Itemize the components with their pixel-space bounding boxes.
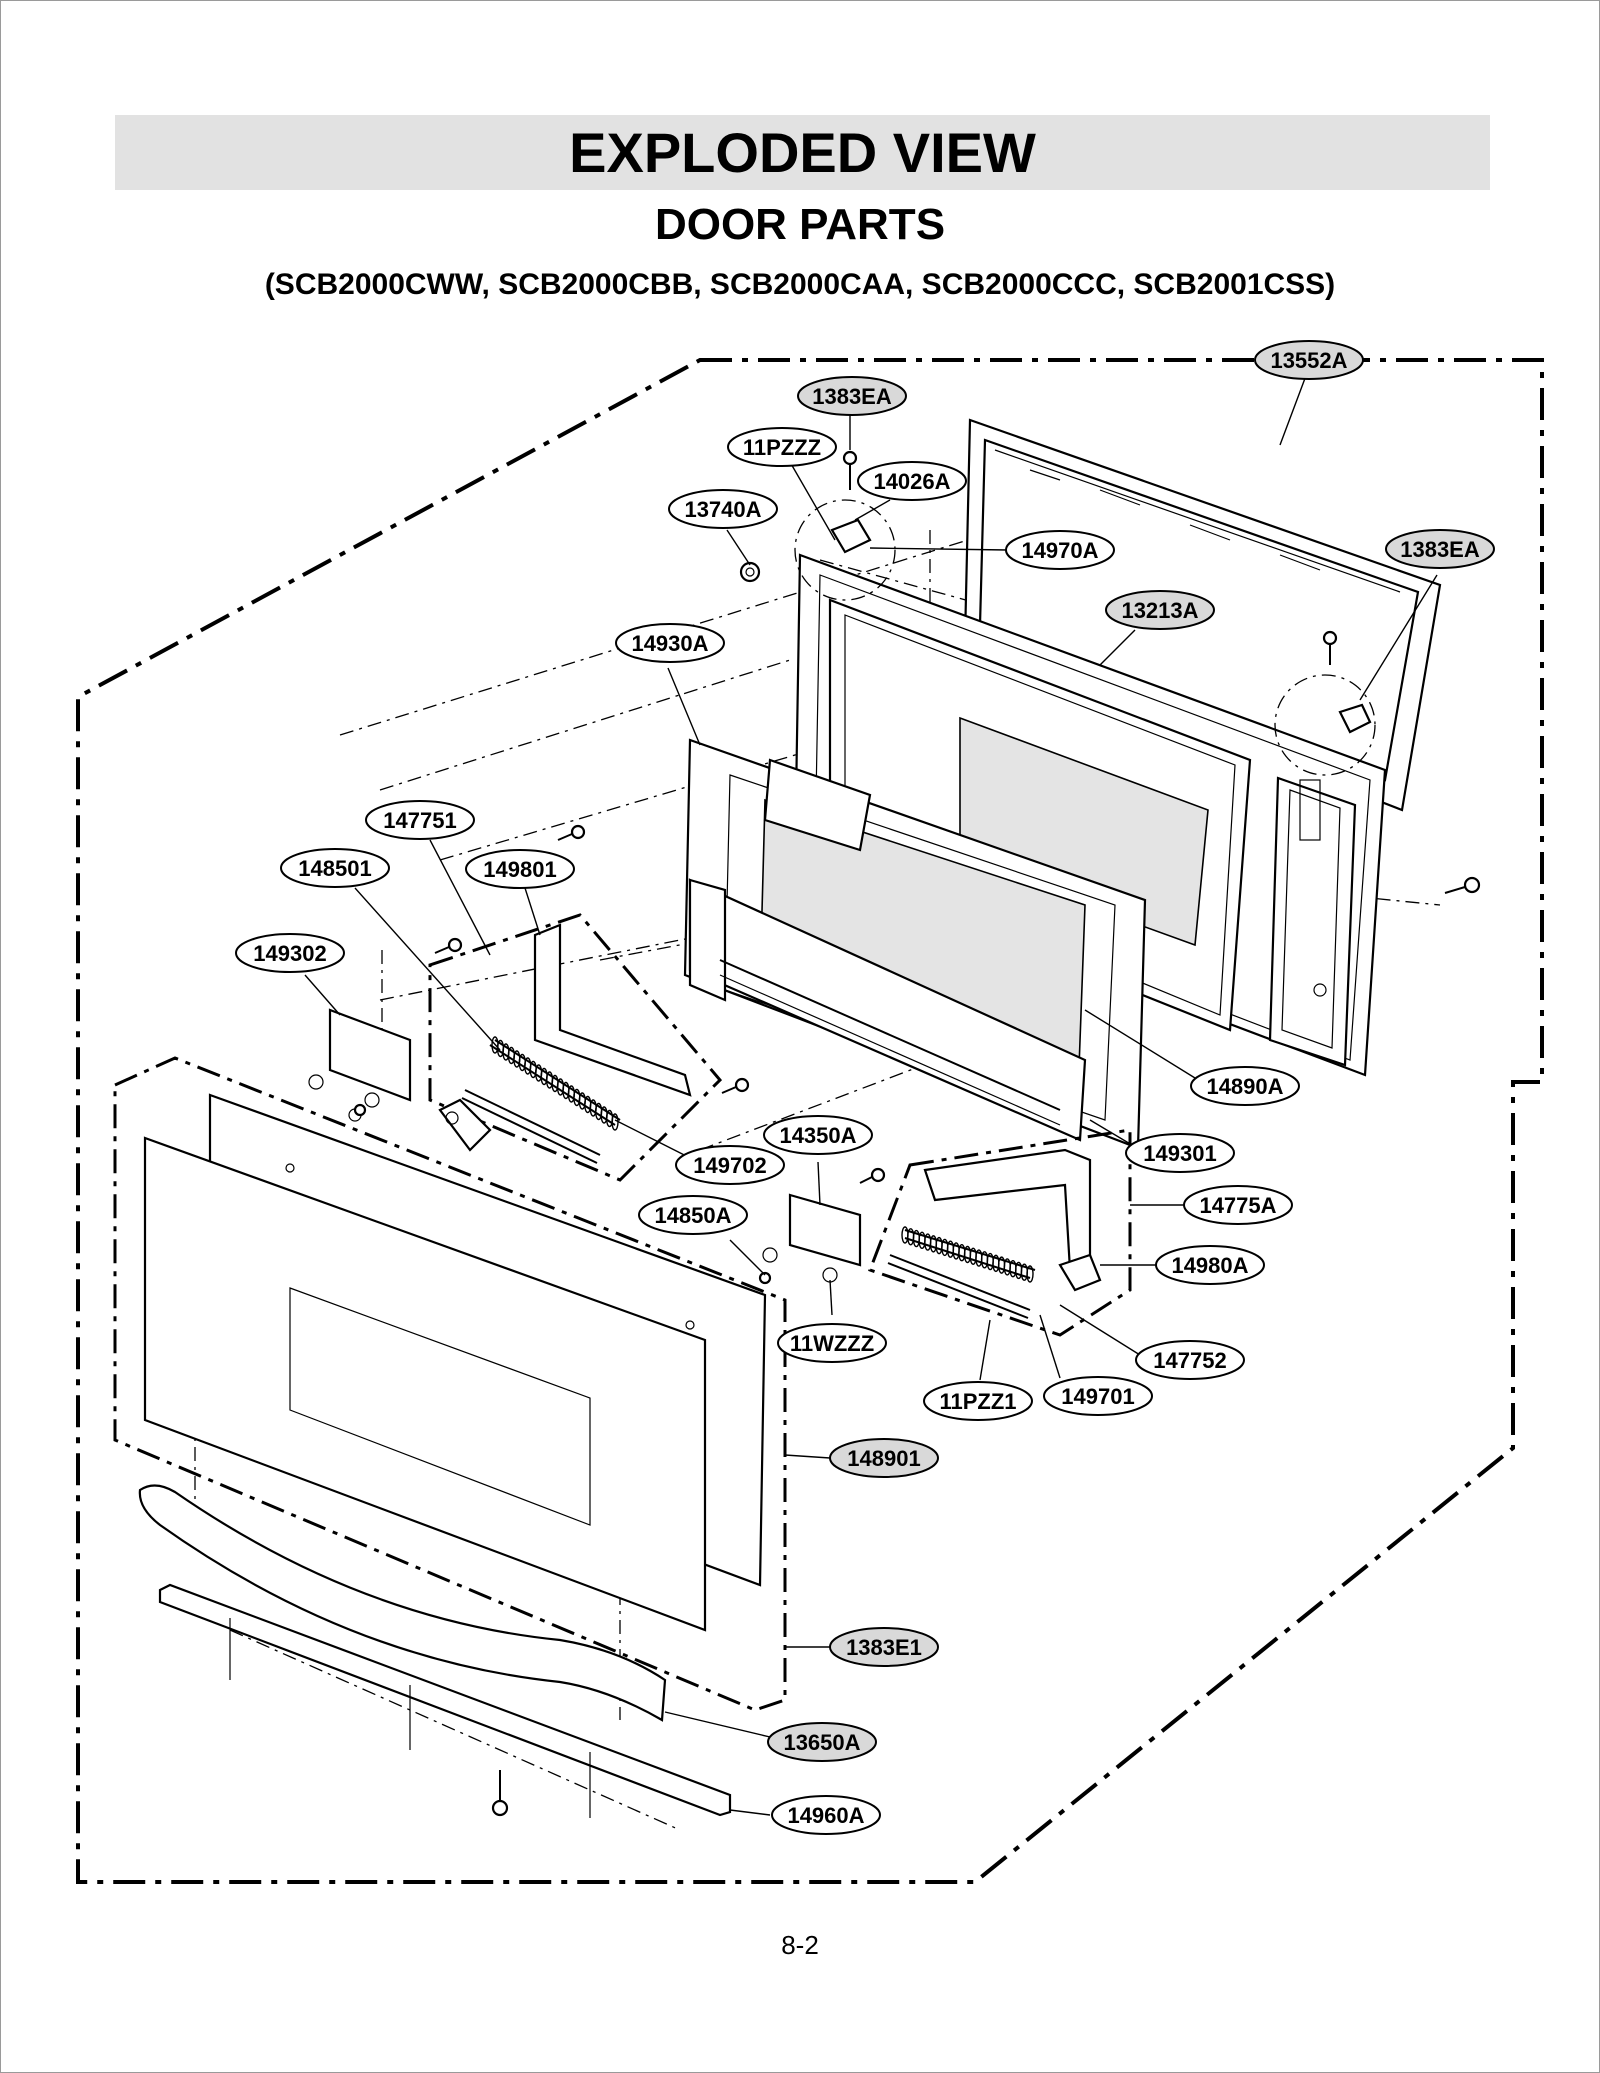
part-label-14960A: 14960A: [771, 1795, 881, 1835]
part-label-14026A: 14026A: [857, 461, 967, 501]
svg-text:149701: 149701: [1061, 1384, 1134, 1409]
hinge-group-right: [868, 1128, 1132, 1337]
bracket-frame-14890A: [688, 878, 1087, 1142]
part-label-1383EA-top: 1383EA: [797, 376, 907, 416]
hinge-left: [438, 923, 692, 1152]
rod-right: [887, 1254, 1031, 1319]
part-label-11WZZZ: 11WZZZ: [777, 1323, 887, 1363]
part-label-148901: 148901: [829, 1438, 939, 1478]
svg-text:14850A: 14850A: [654, 1203, 731, 1228]
svg-text:147752: 147752: [1153, 1348, 1226, 1373]
screw-icon: [859, 1167, 886, 1184]
outer-door-panel: [143, 1136, 707, 1632]
part-label-147752: 147752: [1135, 1340, 1245, 1380]
hinge-receptacle-right: [762, 1193, 862, 1283]
svg-text:14775A: 14775A: [1199, 1193, 1276, 1218]
detail-circle-left: [794, 499, 896, 601]
svg-text:11PZZ1: 11PZZ1: [939, 1389, 1016, 1414]
svg-text:149801: 149801: [483, 857, 556, 882]
svg-text:14930A: 14930A: [631, 631, 708, 656]
title-band: EXPLODED VIEW: [115, 115, 1490, 190]
svg-text:14980A: 14980A: [1171, 1253, 1248, 1278]
svg-text:149301: 149301: [1143, 1141, 1216, 1166]
svg-text:13650A: 13650A: [783, 1730, 860, 1755]
svg-text:149702: 149702: [693, 1153, 766, 1178]
svg-text:14350A: 14350A: [779, 1123, 856, 1148]
part-label-148501: 148501: [280, 848, 390, 888]
part-label-11PZZ1: 11PZZ1: [923, 1381, 1033, 1421]
screw-icon: [1322, 630, 1338, 665]
leader-lines: [304, 364, 1438, 1816]
washer-icon: [739, 561, 761, 583]
svg-text:14890A: 14890A: [1206, 1074, 1283, 1099]
spring-coil: [1026, 1265, 1034, 1283]
spring-right: [901, 1226, 1036, 1283]
svg-text:148501: 148501: [298, 856, 371, 881]
svg-text:1383EA: 1383EA: [812, 384, 892, 409]
part-label-14350A: 14350A: [763, 1115, 873, 1155]
part-label-13213A: 13213A: [1105, 590, 1215, 630]
svg-text:1383E1: 1383E1: [846, 1635, 922, 1660]
outer-door-group: [113, 1056, 787, 1712]
part-label-14930A: 14930A: [615, 623, 725, 663]
screw-icon: [1444, 876, 1481, 894]
screw-icon: [842, 450, 858, 490]
hinge-right: [923, 1148, 1102, 1292]
svg-text:147751: 147751: [383, 808, 456, 833]
svg-text:14026A: 14026A: [873, 469, 950, 494]
part-label-13740A: 13740A: [668, 489, 778, 529]
svg-text:13213A: 13213A: [1121, 598, 1198, 623]
screws: [353, 450, 1481, 1817]
screw-icon: [491, 1770, 509, 1817]
detail-circle-right: [1274, 674, 1376, 776]
part-label-13650A: 13650A: [767, 1722, 877, 1762]
svg-text:14970A: 14970A: [1021, 538, 1098, 563]
part-label-149301: 149301: [1125, 1133, 1235, 1173]
part-label-147751: 147751: [365, 800, 475, 840]
model-list: (SCB2000CWW, SCB2000CBB, SCB2000CAA, SCB…: [264, 268, 1336, 301]
part-label-14775A: 14775A: [1183, 1185, 1293, 1225]
svg-text:11WZZZ: 11WZZZ: [790, 1331, 874, 1356]
part-label-149701: 149701: [1043, 1376, 1153, 1416]
svg-text:1383EA: 1383EA: [1400, 537, 1480, 562]
svg-text:13552A: 13552A: [1270, 348, 1347, 373]
screw-icon: [557, 824, 586, 841]
inner-panel-13213A: [793, 553, 1387, 1077]
door-handle: [138, 1484, 667, 1722]
page-title: EXPLODED VIEW: [569, 121, 1036, 184]
screw-icon: [758, 1271, 772, 1285]
detail-parts: [830, 518, 1372, 734]
part-label-1383EA-right: 1383EA: [1385, 529, 1495, 569]
part-label-13552A: 13552A: [1254, 340, 1364, 380]
screw-icon: [353, 1103, 367, 1117]
screw-icon: [721, 1077, 750, 1094]
part-label-1383E1: 1383E1: [829, 1627, 939, 1667]
bottom-trim: [158, 1583, 732, 1818]
assembly-boundary: [76, 358, 1544, 1884]
svg-text:149302: 149302: [253, 941, 326, 966]
part-label-14850A: 14850A: [638, 1195, 748, 1235]
section-title: DOOR PARTS: [654, 200, 946, 249]
hinge-receptacle-left: [308, 1008, 412, 1122]
svg-text:13740A: 13740A: [684, 497, 761, 522]
rod-left: [461, 1089, 601, 1164]
part-label-14980A: 14980A: [1155, 1245, 1265, 1285]
screw-icon: [434, 937, 463, 954]
part-label-149702: 149702: [675, 1145, 785, 1185]
svg-text:148901: 148901: [847, 1446, 920, 1471]
part-label-14890A: 14890A: [1190, 1066, 1300, 1106]
svg-text:11PZZZ: 11PZZZ: [743, 435, 821, 460]
svg-text:14960A: 14960A: [787, 1803, 864, 1828]
part-label-149302: 149302: [235, 933, 345, 973]
part-label-11PZZZ: 11PZZZ: [727, 427, 837, 467]
page-number: 8-2: [781, 1930, 819, 1960]
part-label-14970A: 14970A: [1005, 530, 1115, 570]
part-label-149801: 149801: [465, 849, 575, 889]
